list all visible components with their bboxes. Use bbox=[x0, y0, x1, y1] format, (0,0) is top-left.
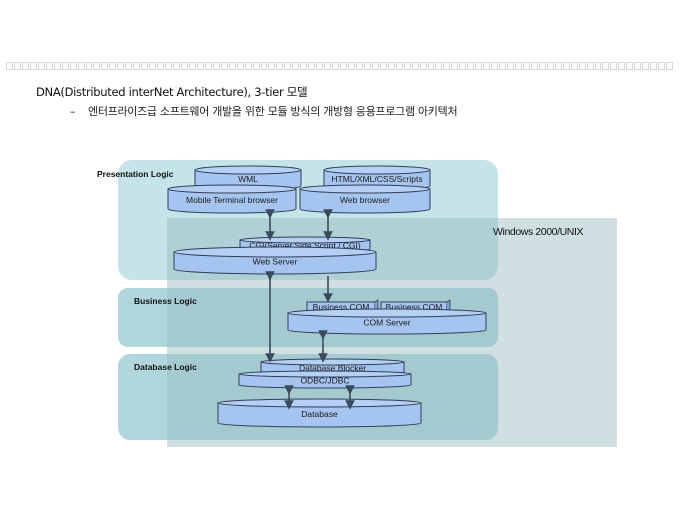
web-browser-cylinder-label: Web browser bbox=[340, 195, 390, 205]
database-cylinder: Database bbox=[217, 398, 422, 428]
top-decorative-strip bbox=[6, 62, 674, 70]
bullet-text: 엔터프라이즈급 소프트웨어 개발을 위한 모듈 방식의 개방형 응용프로그램 아… bbox=[88, 105, 458, 118]
database-tier-label: Database Logic bbox=[134, 362, 197, 372]
platform-label: Windows 2000/UNIX bbox=[493, 226, 583, 238]
mobile-browser-cylinder: Mobile Terminal browser bbox=[167, 184, 297, 214]
odbc-cylinder: ODBC/JDBC bbox=[238, 370, 412, 389]
web-browser-cylinder: Web browser bbox=[299, 184, 431, 214]
presentation-tier-label: Presentation Logic bbox=[97, 169, 174, 179]
business-tier-label: Business Logic bbox=[134, 296, 197, 306]
web-server-cylinder-label: Web Server bbox=[253, 257, 298, 267]
com-server-cylinder-label: COM Server bbox=[363, 318, 410, 328]
database-blocker-cylinder-label: Database Blocker bbox=[299, 363, 366, 373]
odbc-cylinder-label: ODBC/JDBC bbox=[300, 376, 349, 386]
cgi-cylinder-label: CGI(Server Side Script / CGI) bbox=[249, 241, 361, 251]
bullet-marker: – bbox=[70, 105, 76, 118]
wml-cylinder-label: WML bbox=[238, 174, 258, 184]
business-com-2-box-label: Business COM bbox=[386, 302, 443, 312]
page-title: DNA(Distributed interNet Architecture), … bbox=[36, 85, 308, 99]
bullet-item: –엔터프라이즈급 소프트웨어 개발을 위한 모듈 방식의 개방형 응용프로그램 … bbox=[70, 103, 458, 119]
business-com-1-box-label: Business COM bbox=[313, 302, 370, 312]
database-cylinder-label: Database bbox=[301, 409, 338, 419]
mobile-browser-cylinder-label: Mobile Terminal browser bbox=[186, 195, 278, 205]
html-cylinder-label: HTML/XML/CSS/Scripts bbox=[331, 174, 422, 184]
web-server-cylinder: Web Server bbox=[173, 246, 377, 275]
com-server-cylinder: COM Server bbox=[287, 308, 487, 335]
